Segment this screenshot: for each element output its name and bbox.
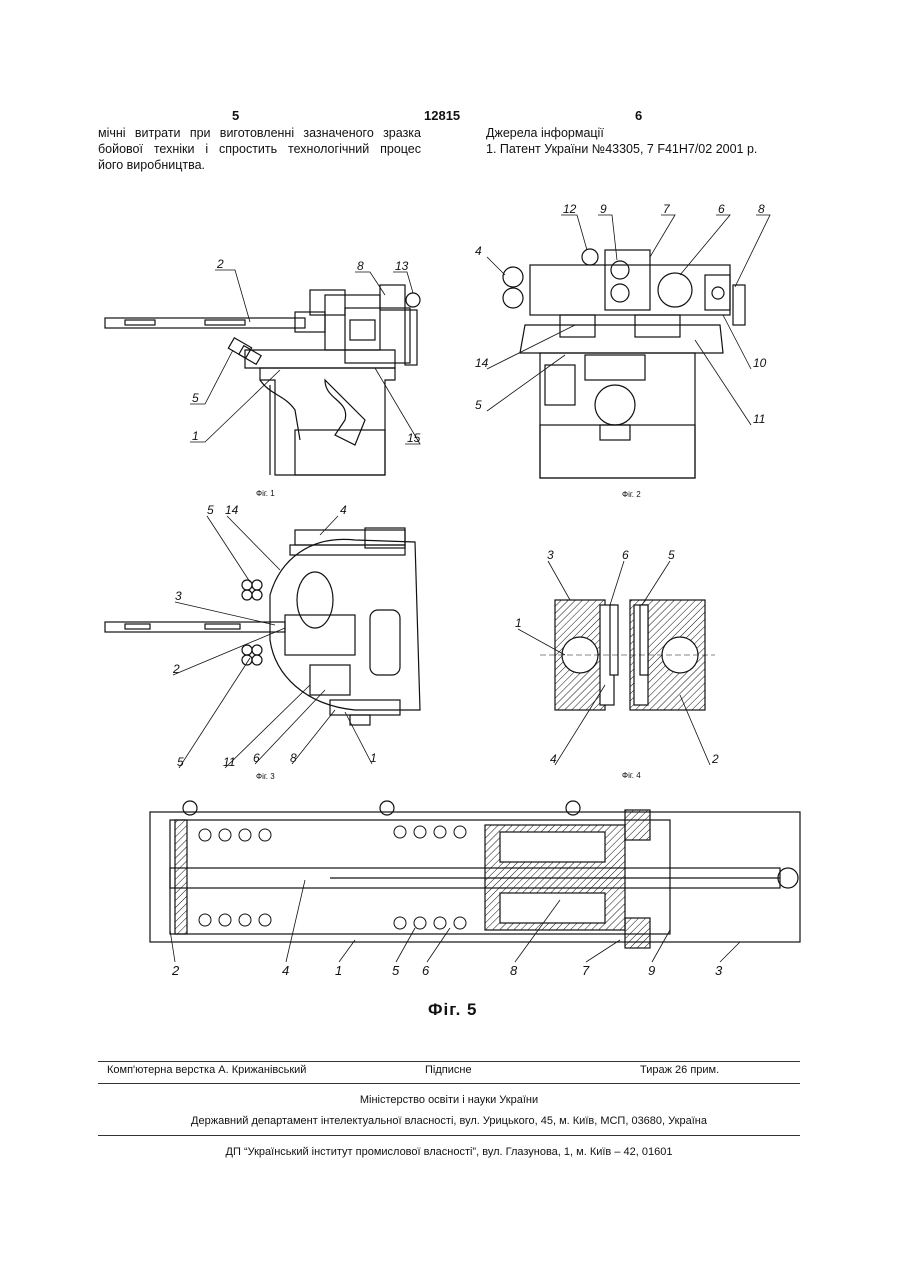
fig5-label-2: 2 [171,963,180,978]
figure-3-caption: Фіг. 3 [256,772,275,781]
fig2-label-6: 6 [718,202,725,216]
fig2-label-10: 10 [753,356,767,370]
patent-number: 12815 [424,108,460,123]
figure-1-drawing: 2 8 13 5 1 15 [95,250,440,490]
footer-ministry: Міністерство освіти і науки України [98,1094,800,1106]
fig3-label-8: 8 [290,751,297,765]
footer-institute: ДП “Український інститут промислової вла… [98,1146,800,1158]
right-column: Джерела інформації 1. Патент України №43… [486,125,806,157]
fig4-label-1: 1 [515,616,522,630]
page-number-right: 6 [635,108,642,123]
fig4-label-6: 6 [622,548,629,562]
footer-department: Державний департамент інтелектуальної вл… [98,1115,800,1127]
fig5-label-1: 1 [335,963,342,978]
figure-1-caption: Фіг. 1 [256,489,275,498]
figure-4-caption: Фіг. 4 [622,771,641,780]
left-line-3: його виробництва. [98,157,421,173]
fig2-label-7: 7 [663,202,671,216]
fig3-label-3: 3 [175,589,182,603]
figure-4-drawing: 3 6 5 1 4 2 [510,545,735,770]
fig2-label-8: 8 [758,202,765,216]
fig2-label-9: 9 [600,202,607,216]
fig4-label-2: 2 [711,752,719,766]
fig3-label-4: 4 [340,503,347,517]
sources-reference: 1. Патент України №43305, 7 F41H7/02 200… [486,141,806,157]
fig3-label-5-top: 5 [207,503,214,517]
fig4-label-5: 5 [668,548,675,562]
fig1-label-13: 13 [395,259,409,273]
fig1-label-8: 8 [357,259,364,273]
footer-circulation: Тираж 26 прим. [640,1064,719,1076]
figure-2-drawing: 12 9 7 6 8 4 14 10 5 11 [465,195,785,495]
left-line-1: мічні витрати при виготовленні зазначено… [98,125,421,141]
fig4-label-3: 3 [547,548,554,562]
fig5-label-5: 5 [392,963,400,978]
fig2-label-12: 12 [563,202,577,216]
footer-rule-bottom [98,1135,800,1136]
fig2-label-5: 5 [475,398,482,412]
fig5-label-7: 7 [582,963,590,978]
sources-title: Джерела інформації [486,125,806,141]
fig3-label-11: 11 [223,755,235,769]
fig5-label-6: 6 [422,963,430,978]
fig2-label-14: 14 [475,356,489,370]
footer-rule-middle [98,1083,800,1084]
figure-3-drawing: 5 14 4 3 2 5 11 6 8 1 [95,500,430,775]
footer-rule-top [98,1061,800,1062]
fig2-label-11: 11 [753,412,765,426]
fig3-label-14: 14 [225,503,239,517]
footer-layout: Комп'ютерна верстка А. Крижанівський [107,1064,306,1076]
footer-signed: Підписне [425,1064,472,1076]
fig5-label-8: 8 [510,963,518,978]
figure-5-drawing: 2 4 1 5 6 8 7 9 3 [130,790,810,995]
left-column: мічні витрати при виготовленні зазначено… [98,125,421,173]
figure-2-caption: Фіг. 2 [622,490,641,499]
fig5-label-4: 4 [282,963,289,978]
fig2-label-4: 4 [475,244,482,258]
fig5-label-3: 3 [715,963,723,978]
fig1-label-1: 1 [192,429,199,443]
fig1-label-5: 5 [192,391,199,405]
fig1-label-2: 2 [216,257,224,271]
left-line-2: бойової техніки і спростить технологічни… [98,141,421,157]
fig5-label-9: 9 [648,963,655,978]
figure-5-caption: Фіг. 5 [428,1000,478,1020]
page-number-left: 5 [232,108,239,123]
